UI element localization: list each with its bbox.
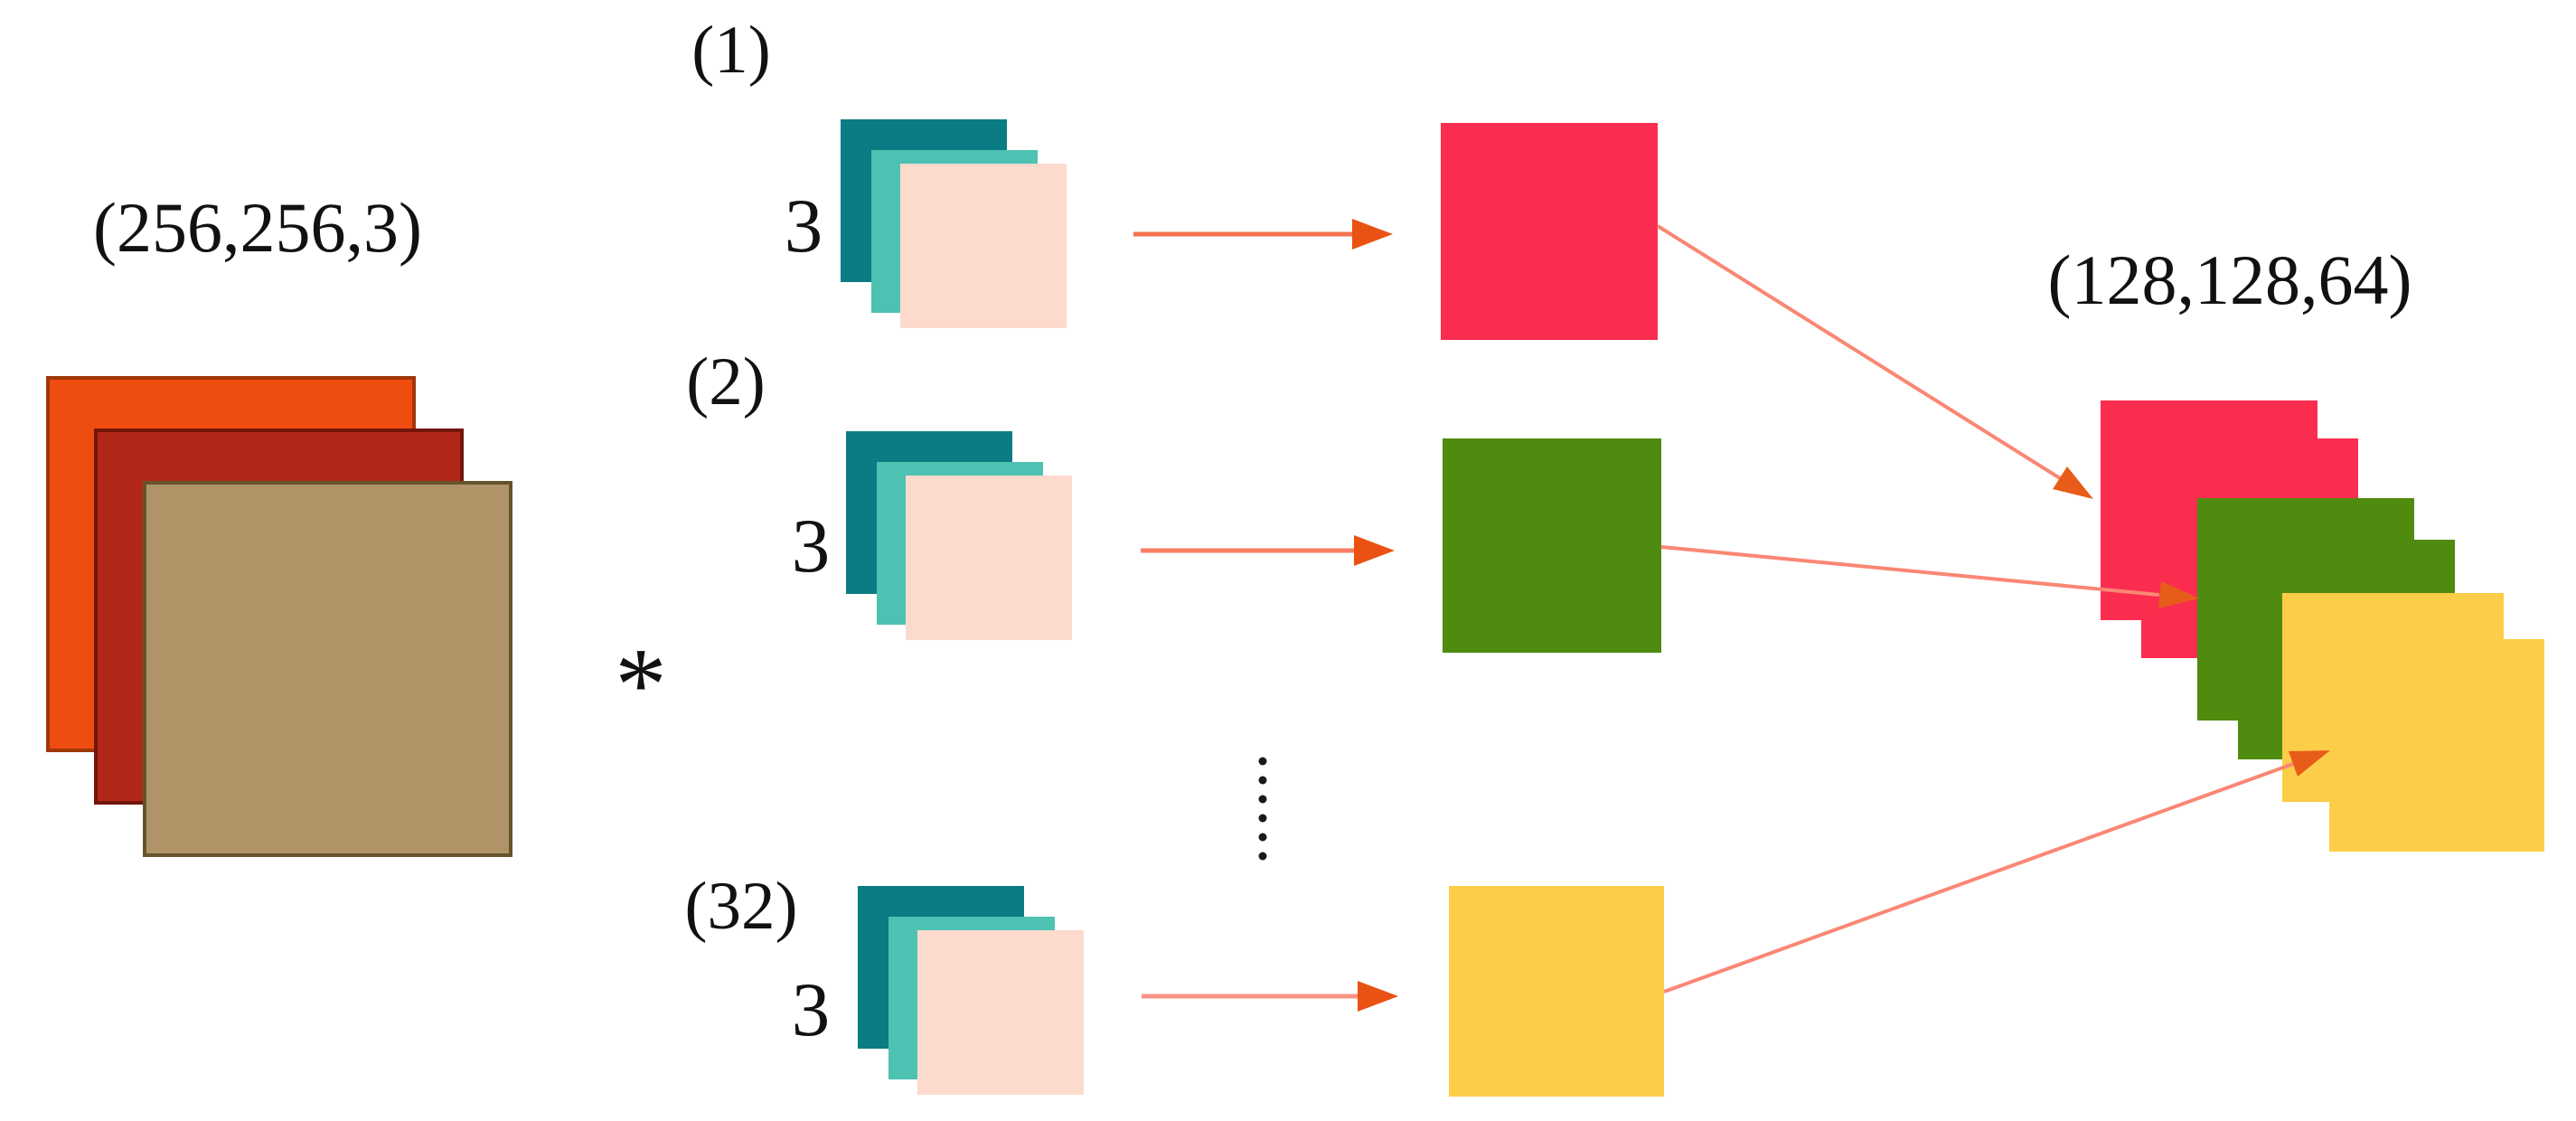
stack-arrow-3-shaft — [1663, 762, 2294, 994]
stack-arrow-3-head — [2289, 750, 2330, 777]
input-shape-label: (256,256,3) — [93, 188, 422, 267]
filter-1-index-label: (1) — [691, 13, 770, 88]
filter-32-front-square — [917, 930, 1084, 1095]
ellipsis-dot — [1258, 757, 1267, 766]
conv-arrow-2-head — [1354, 535, 1395, 566]
filter-32-index-label: (32) — [685, 869, 798, 944]
ellipsis-dot — [1258, 795, 1267, 804]
stack-arrow-1-head — [2053, 466, 2093, 499]
output-shape-label: (128,128,64) — [2048, 240, 2412, 319]
filter-1-channel-count-label: 3 — [785, 184, 823, 268]
ellipsis-dot — [1258, 814, 1267, 823]
ellipsis-dot — [1258, 852, 1267, 861]
output-feature-stack — [2101, 400, 2544, 852]
filters-ellipsis-dots — [1258, 757, 1267, 861]
conv-arrow-3-head — [1358, 981, 1398, 1012]
feature-map-32-square — [1449, 886, 1664, 1097]
ellipsis-dot — [1258, 833, 1267, 842]
conv-arrow-1-head — [1352, 219, 1393, 250]
feature-map-1-square — [1441, 123, 1658, 340]
filter-group-32: (32) 3 — [685, 869, 1084, 1095]
stack-arrow-1 — [1656, 224, 2093, 499]
stack-arrow-1-shaft — [1656, 224, 2062, 480]
conv-arrow-1 — [1133, 219, 1393, 250]
filter-2-front-square — [906, 476, 1072, 640]
ellipsis-dot — [1258, 776, 1267, 785]
stack-arrow-2-head — [2158, 581, 2199, 608]
input-channel-front-square — [143, 481, 512, 857]
filter-group-1: (1) 3 — [691, 13, 1067, 328]
filter-group-2: (2) 3 — [686, 344, 1072, 640]
filter-1-front-square — [900, 164, 1067, 328]
output-yellow-square — [2282, 593, 2504, 802]
filter-2-channel-count-label: 3 — [792, 504, 831, 589]
convolution-operator-symbol: * — [615, 627, 667, 742]
filter-2-index-label: (2) — [686, 344, 765, 419]
stack-arrow-2 — [1660, 545, 2199, 608]
input-image-stack — [46, 376, 512, 857]
conv-arrow-2 — [1141, 535, 1395, 566]
stack-arrow-3 — [1663, 750, 2330, 994]
conv-arrow-3 — [1142, 981, 1398, 1012]
filter-32-channel-count-label: 3 — [792, 967, 831, 1052]
feature-map-2-square — [1443, 438, 1661, 653]
stack-arrow-2-shaft — [1660, 545, 2160, 597]
